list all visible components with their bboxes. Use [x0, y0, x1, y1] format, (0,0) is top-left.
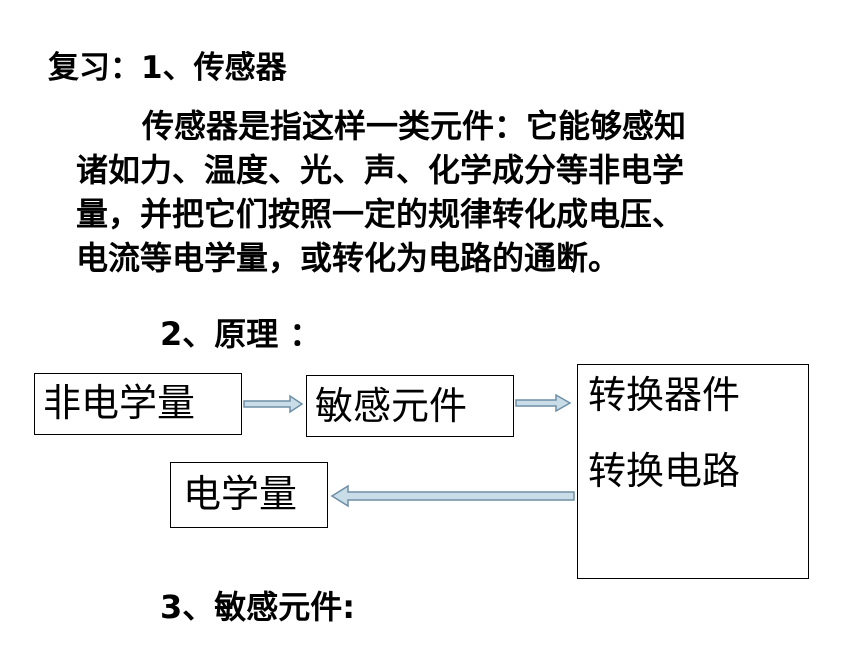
arrow-left	[330, 484, 575, 508]
arrow-right-1	[243, 394, 304, 414]
sensitive-element-box: 敏感元件	[306, 375, 514, 437]
review-heading: 复习：1、传感器	[48, 50, 287, 86]
non-electrical-box: 非电学量	[34, 373, 242, 435]
sensitive-element-heading: 3、敏感元件:	[160, 588, 356, 626]
definition-line: 量，并把它们按照一定的规律转化成电压、	[76, 195, 685, 233]
definition-line: 诸如力、温度、光、声、化学成分等非电学	[76, 151, 685, 189]
definition-line: 电流等电学量，或转化为电路的通断。	[76, 239, 621, 277]
conversion-device-label: 转换器件	[588, 373, 741, 417]
sensitive-element-label: 敏感元件	[315, 384, 468, 428]
electrical-box: 电学量	[170, 462, 328, 528]
principle-heading: 2、原理 ：	[160, 315, 322, 353]
conversion-circuit-label: 转换电路	[588, 449, 741, 493]
electrical-label: 电学量	[183, 472, 298, 516]
definition-line: 传感器是指这样一类元件：它能够感知	[142, 107, 687, 145]
definition-paragraph: 传感器是指这样一类元件：它能够感知 诸如力、温度、光、声、化学成分等非电学 量，…	[76, 104, 816, 280]
non-electrical-label: 非电学量	[43, 381, 196, 425]
arrow-right-2	[515, 393, 572, 413]
conversion-box: 转换器件 转换电路	[577, 364, 809, 579]
